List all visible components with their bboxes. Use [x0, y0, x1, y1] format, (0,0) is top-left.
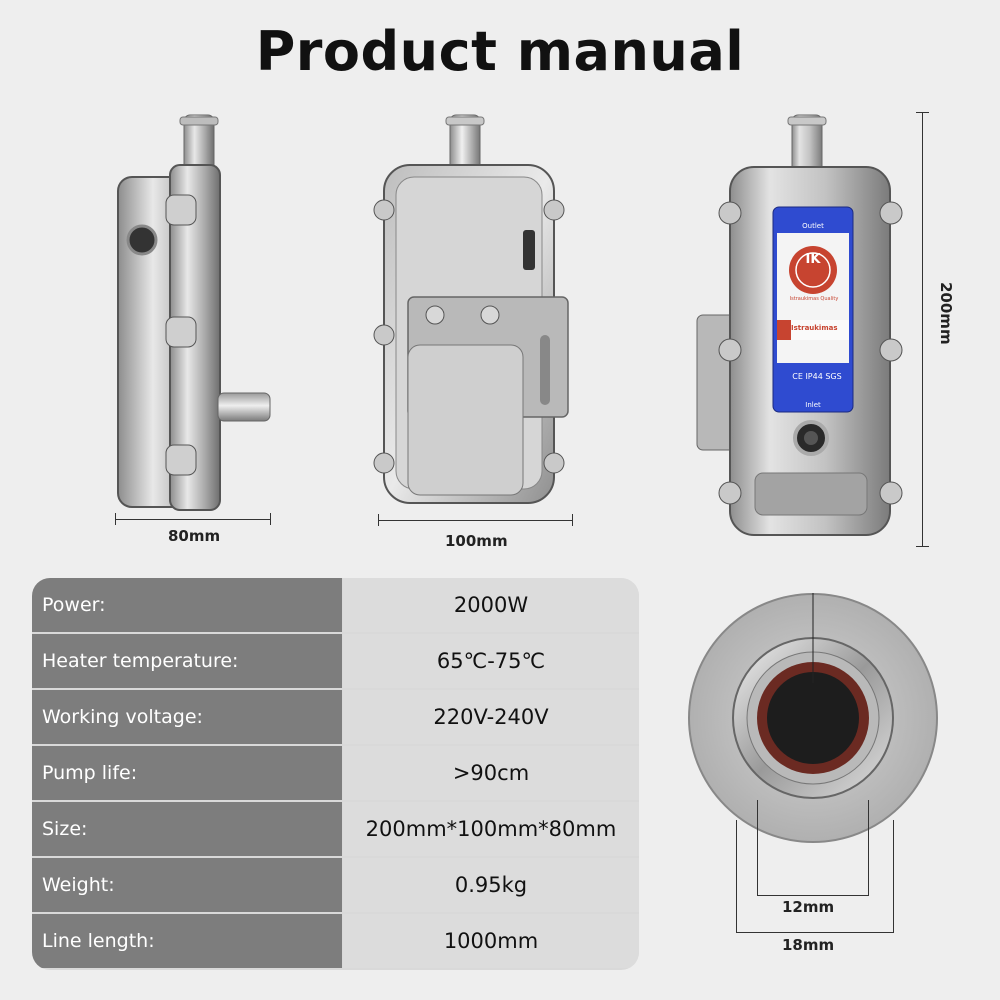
outer-diameter-line	[736, 932, 893, 933]
back-width-label: 100mm	[445, 532, 508, 550]
spec-label: Pump life:	[32, 746, 342, 800]
label-seal-text: Istraukimas Quality	[789, 296, 839, 302]
back-width-tick-left	[378, 514, 379, 526]
height-dimension-line	[922, 112, 923, 546]
height-tick-bottom	[916, 546, 929, 547]
spec-label: Line length:	[32, 914, 342, 968]
spec-label: Power:	[32, 578, 342, 632]
label-badge: IK	[805, 252, 821, 267]
label-top-text: Outlet	[802, 222, 824, 230]
inner-diameter-guide-right	[868, 800, 869, 896]
heater-back-view	[373, 114, 569, 504]
label-cert: CE IP44 SGS	[792, 372, 842, 381]
spec-value: 220V-240V	[343, 690, 639, 744]
spec-table: Power: 2000W Heater temperature: 65℃-75℃…	[32, 578, 639, 970]
spec-row-size: Size: 200mm*100mm*80mm	[32, 802, 639, 856]
heater-side-view	[117, 114, 271, 511]
spec-row-working-voltage: Working voltage: 220V-240V	[32, 690, 639, 744]
spec-row-weight: Weight: 0.95kg	[32, 858, 639, 912]
spec-value: 2000W	[343, 578, 639, 632]
label-bottom-text: Inlet	[805, 401, 821, 409]
back-width-tick-right	[572, 514, 573, 526]
side-width-label: 80mm	[168, 527, 221, 545]
spec-label: Heater temperature:	[32, 634, 342, 688]
inner-diameter-label: 12mm	[782, 898, 835, 916]
outer-diameter-guide-right	[893, 820, 894, 933]
heater-front-view	[696, 114, 903, 536]
height-tick-top	[916, 112, 929, 113]
spec-label: Size:	[32, 802, 342, 856]
inner-diameter-line	[757, 895, 868, 896]
side-width-dimension-line	[115, 519, 270, 520]
spec-value: 65℃-75℃	[343, 634, 639, 688]
spec-row-power: Power: 2000W	[32, 578, 639, 632]
spec-label: Weight:	[32, 858, 342, 912]
spec-row-heater-temperature: Heater temperature: 65℃-75℃	[32, 634, 639, 688]
spec-value: 200mm*100mm*80mm	[343, 802, 639, 856]
spec-row-pump-life: Pump life: >90cm	[32, 746, 639, 800]
back-width-dimension-line	[378, 520, 572, 521]
spec-value: 1000mm	[343, 914, 639, 968]
outer-diameter-guide-left	[736, 820, 737, 933]
spec-value: 0.95kg	[343, 858, 639, 912]
spec-value: >90cm	[343, 746, 639, 800]
inner-diameter-guide-left	[757, 800, 758, 896]
outer-diameter-label: 18mm	[782, 936, 835, 954]
label-brand: Istraukimas	[791, 324, 838, 332]
spec-row-line-length: Line length: 1000mm	[32, 914, 639, 968]
spec-label: Working voltage:	[32, 690, 342, 744]
side-width-tick-left	[115, 513, 116, 525]
port-closeup	[688, 593, 938, 843]
height-label: 200mm	[937, 282, 955, 345]
side-width-tick-right	[270, 513, 271, 525]
page-title: Product manual	[255, 20, 745, 83]
